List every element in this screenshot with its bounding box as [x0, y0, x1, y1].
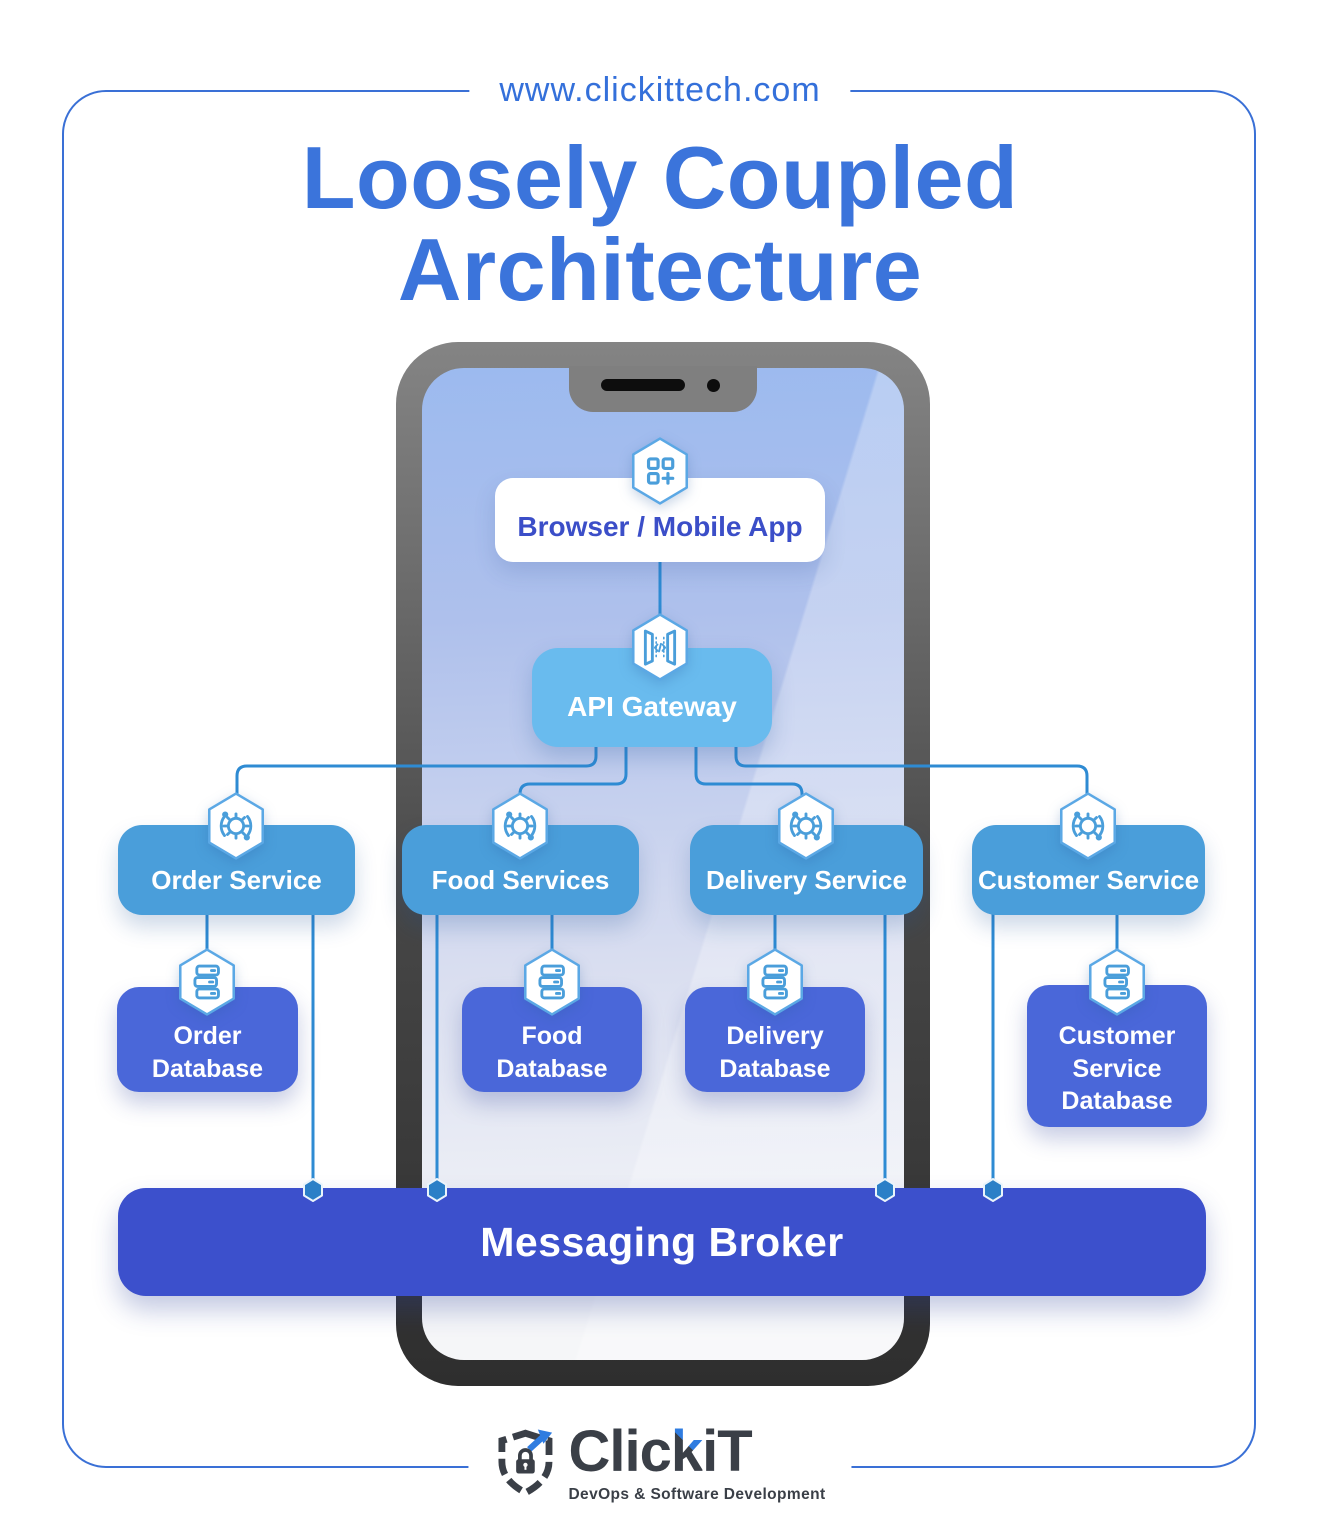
server-stack-icon [524, 948, 580, 1016]
connector-node-icon [875, 1178, 895, 1202]
food-database-label: Food Database [496, 1022, 608, 1083]
server-stack-icon [747, 948, 803, 1016]
api-gateway-node: API Gateway [532, 648, 772, 747]
delivery-service-label: Delivery Service [706, 864, 907, 895]
line-gateway-to-delivery [694, 745, 804, 814]
api-gateway-label: API Gateway [567, 690, 737, 722]
clickit-brand-text: ClickiT DevOps & Software Development [568, 1419, 826, 1504]
delivery-database-label: Delivery Database [719, 1022, 831, 1083]
clickit-tagline: DevOps & Software Development [568, 1485, 826, 1503]
order-service-label: Order Service [151, 864, 322, 895]
clickit-logo: ClickiT DevOps & Software Development [468, 1419, 852, 1504]
gear-sync-icon [208, 792, 264, 860]
food-database-node: Food Database [462, 987, 642, 1092]
gear-sync-icon [778, 792, 834, 860]
line-gateway-to-order [235, 745, 598, 802]
connector-node-icon [303, 1178, 323, 1202]
phone-notch [569, 366, 757, 412]
connector-node-icon [427, 1178, 447, 1202]
line-gateway-to-customer [734, 745, 1089, 802]
messaging-broker-label: Messaging Broker [480, 1218, 844, 1265]
website-url: www.clickittech.com [469, 66, 851, 114]
page-title-line2: Architecture [397, 219, 923, 319]
server-stack-icon [179, 948, 236, 1016]
phone-camera-icon [707, 379, 720, 392]
api-gateway-icon [632, 613, 688, 681]
order-database-label: Order Database [151, 1022, 264, 1083]
clickit-brand-word: ClickiT [568, 1419, 752, 1484]
clickit-shield-icon [498, 1429, 553, 1497]
customer-service-label: Customer Service [977, 864, 1200, 895]
food-services-label: Food Services [431, 864, 610, 895]
line-gateway-to-food [518, 745, 628, 814]
server-stack-icon [1089, 948, 1145, 1016]
messaging-broker-node: Messaging Broker [118, 1188, 1206, 1296]
page-title-line1: Loosely Coupled [301, 128, 1019, 227]
browser-mobile-app-label: Browser / Mobile App [517, 511, 803, 542]
customer-service-database-label: Customer Service Database [1058, 1022, 1176, 1116]
phone-speaker [601, 379, 685, 391]
gear-sync-icon [492, 792, 548, 860]
gear-sync-icon [1060, 792, 1116, 860]
connector-node-icon [983, 1178, 1003, 1202]
customer-service-database-node: Customer Service Database [1027, 985, 1207, 1127]
page-title: Loosely Coupled Architecture [0, 132, 1320, 315]
app-grid-icon [632, 437, 688, 505]
